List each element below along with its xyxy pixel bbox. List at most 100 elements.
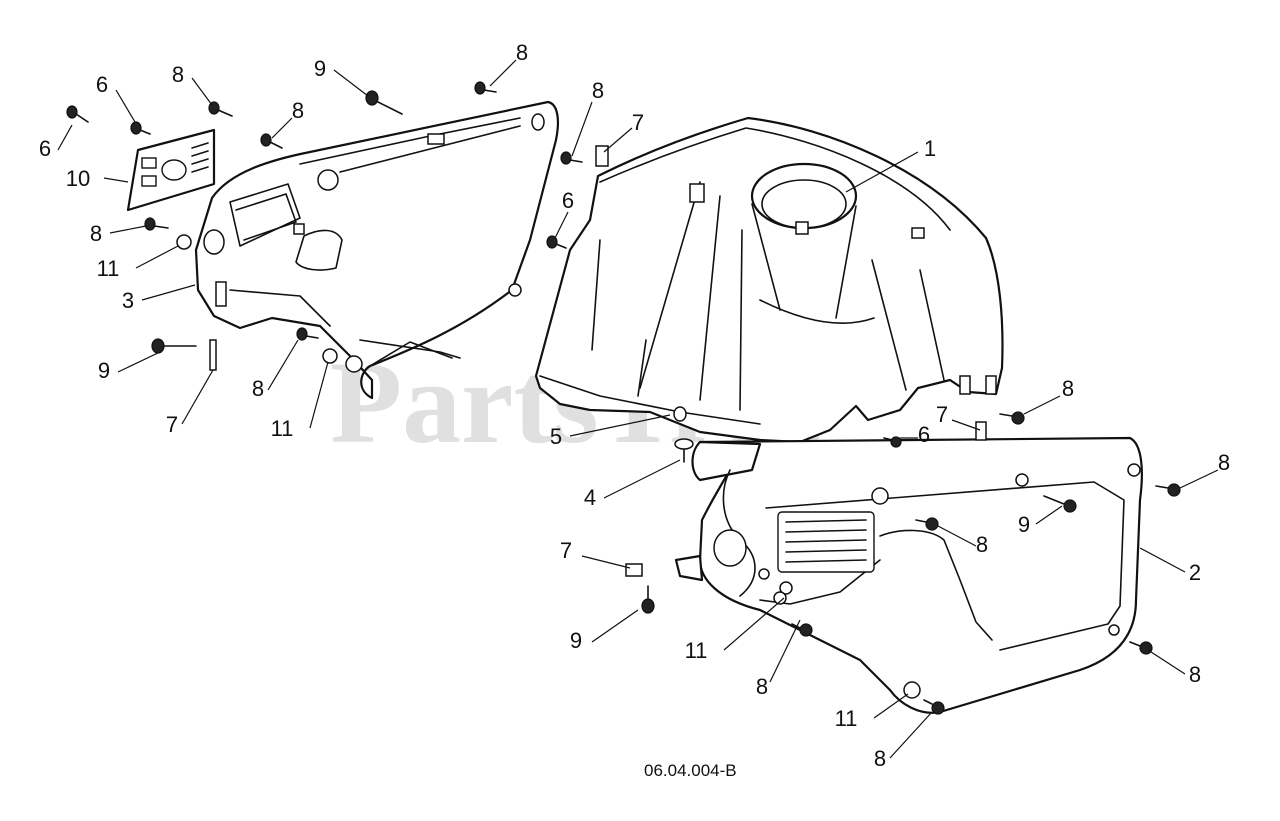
callout-leader (309, 361, 329, 429)
callout-leader (603, 459, 681, 499)
callout-leader (889, 711, 933, 759)
callout-label: 8 (756, 674, 768, 699)
callout-label: 4 (584, 485, 596, 510)
callout-label: 10 (66, 166, 90, 191)
callout-label: 7 (632, 110, 644, 135)
callout-leader (591, 609, 639, 643)
callout-label: 8 (1218, 450, 1230, 475)
part-2-right-cover (674, 436, 1143, 714)
callout-label: 7 (560, 538, 572, 563)
callout-c8i: 8 (937, 525, 988, 557)
callout-label: 8 (172, 62, 184, 87)
callout-c8h: 8 (1179, 450, 1230, 489)
callout-label: 8 (292, 98, 304, 123)
callout-c7d: 7 (560, 538, 631, 569)
callout-leader (723, 597, 785, 651)
callout-label: 6 (39, 136, 51, 161)
callout-c1: 1 (845, 136, 936, 193)
callout-leader (1179, 469, 1219, 489)
callout-leader (135, 245, 179, 269)
part-4-washer (674, 438, 694, 463)
callout-label: 11 (685, 638, 708, 663)
callout-leader (873, 693, 909, 719)
callout-leader (181, 369, 214, 425)
callout-leader (581, 555, 631, 569)
callout-c7a: 7 (603, 110, 644, 153)
callout-label: 2 (1189, 560, 1201, 585)
callout-label: 8 (252, 376, 264, 401)
callout-label: 6 (96, 72, 108, 97)
hardware-long-bolts (151, 90, 1077, 614)
callout-leader (57, 124, 73, 151)
callout-leader (769, 619, 801, 683)
callout-label: 9 (98, 358, 110, 383)
callout-c8d: 8 (571, 78, 604, 157)
callout-leader (569, 414, 671, 437)
callout-leader (603, 127, 633, 153)
callout-leader (489, 59, 517, 87)
callout-leader (271, 117, 293, 139)
callout-label: 9 (314, 56, 326, 81)
callout-label: 5 (550, 424, 562, 449)
callout-label: 9 (570, 628, 582, 653)
drawing-code: 06.04.004-B (644, 761, 737, 780)
callout-label: 7 (166, 412, 178, 437)
callout-c9b: 9 (98, 351, 161, 383)
callout-c8e: 8 (90, 221, 147, 246)
callout-c2: 2 (1139, 547, 1201, 585)
callout-label: 8 (516, 40, 528, 65)
callout-leader (141, 284, 196, 301)
callout-label: 7 (936, 402, 948, 427)
callout-label: 8 (90, 221, 102, 246)
callout-leader (191, 77, 213, 106)
callout-c6d: 6 (900, 422, 930, 447)
callout-leader (571, 101, 593, 157)
callout-c11b: 11 (271, 361, 329, 441)
callout-c8g: 8 (1023, 376, 1074, 415)
callout-c8b: 8 (172, 62, 213, 106)
callout-c8f: 8 (252, 339, 299, 401)
callout-leader (937, 525, 977, 547)
callout-c11a: 11 (97, 245, 179, 281)
callout-leader (1023, 395, 1061, 415)
callout-c11d: 11 (835, 693, 909, 731)
callout-c5: 5 (550, 414, 671, 449)
callout-c9d: 9 (570, 609, 639, 653)
callout-leader (845, 151, 919, 193)
callout-leader (109, 225, 147, 234)
callout-label: 11 (271, 416, 294, 441)
callout-leader (267, 339, 299, 391)
callout-leader (103, 177, 129, 183)
part-10-plate (126, 128, 216, 212)
callout-c9a: 9 (314, 56, 369, 97)
callout-label: 9 (1018, 512, 1030, 537)
callout-c6b: 6 (39, 124, 73, 161)
callout-c8c: 8 (271, 98, 304, 139)
callout-leader (951, 419, 981, 431)
callout-leader (1147, 649, 1186, 675)
callout-label: 11 (97, 256, 120, 281)
callout-leader (117, 351, 161, 373)
callout-leader (115, 89, 136, 123)
callout-leader (554, 211, 569, 239)
callout-label: 8 (592, 78, 604, 103)
callout-c6a: 6 (96, 72, 136, 123)
callout-label: 1 (924, 136, 936, 161)
callout-c8k: 8 (1147, 649, 1201, 687)
hardware-bolts (144, 81, 1181, 715)
callout-c6c: 6 (554, 188, 574, 239)
callout-label: 8 (976, 532, 988, 557)
callout-c11c: 11 (685, 597, 785, 663)
part-1-shroud (534, 116, 1004, 444)
callout-c10: 10 (66, 166, 129, 191)
callout-label: 11 (835, 706, 858, 731)
callout-c8a: 8 (489, 40, 528, 87)
callout-label: 8 (1189, 662, 1201, 687)
callout-c8j: 8 (756, 619, 801, 699)
callout-label: 3 (122, 288, 134, 313)
callout-label: 8 (1062, 376, 1074, 401)
hardware-screws (66, 105, 902, 448)
callout-leader (1139, 547, 1186, 573)
callout-c4: 4 (584, 459, 681, 510)
